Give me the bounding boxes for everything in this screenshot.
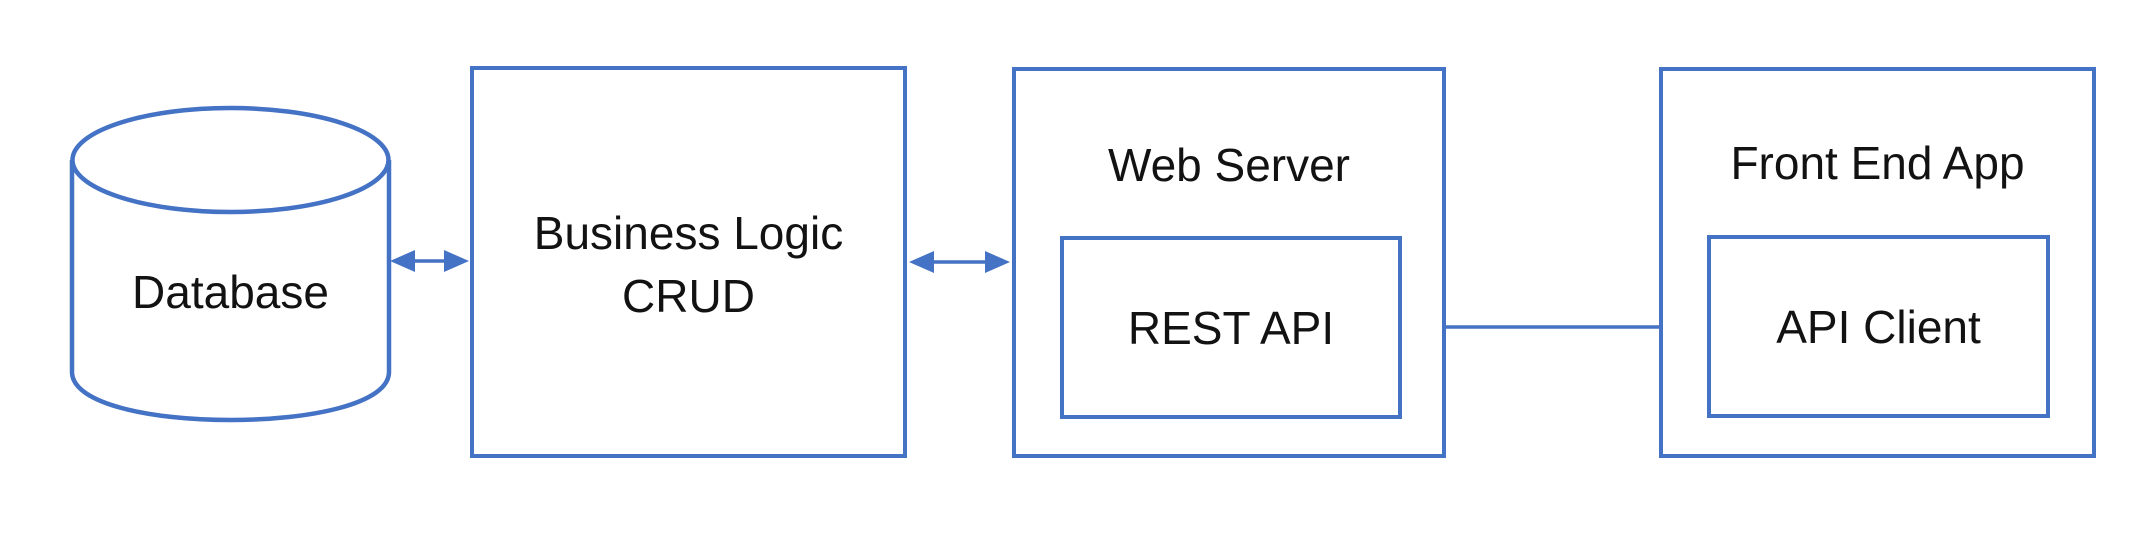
api-client-box: API Client — [1707, 235, 2050, 418]
rest-api-box: REST API — [1060, 236, 1402, 419]
arrow-businesslogic-webserver — [909, 251, 1010, 273]
database-cylinder-shape — [69, 160, 392, 423]
business-logic-label-line2: CRUD — [622, 270, 755, 322]
web-server-box: Web Server REST API — [1012, 67, 1446, 458]
api-client-label: API Client — [1776, 300, 1981, 353]
database-label: Database — [132, 266, 329, 318]
arrow-database-businesslogic — [390, 250, 469, 272]
business-logic-label-line1: Business Logic — [533, 207, 844, 259]
database-cylinder-top — [70, 105, 391, 215]
business-logic-label: Business Logic CRUD — [474, 70, 903, 454]
front-end-app-box: Front End App API Client — [1659, 67, 2096, 458]
web-server-title: Web Server — [1107, 139, 1351, 191]
business-logic-box: Business Logic CRUD — [470, 66, 907, 458]
front-end-app-title: Front End App — [1730, 137, 2025, 189]
rest-api-label: REST API — [1127, 301, 1335, 354]
